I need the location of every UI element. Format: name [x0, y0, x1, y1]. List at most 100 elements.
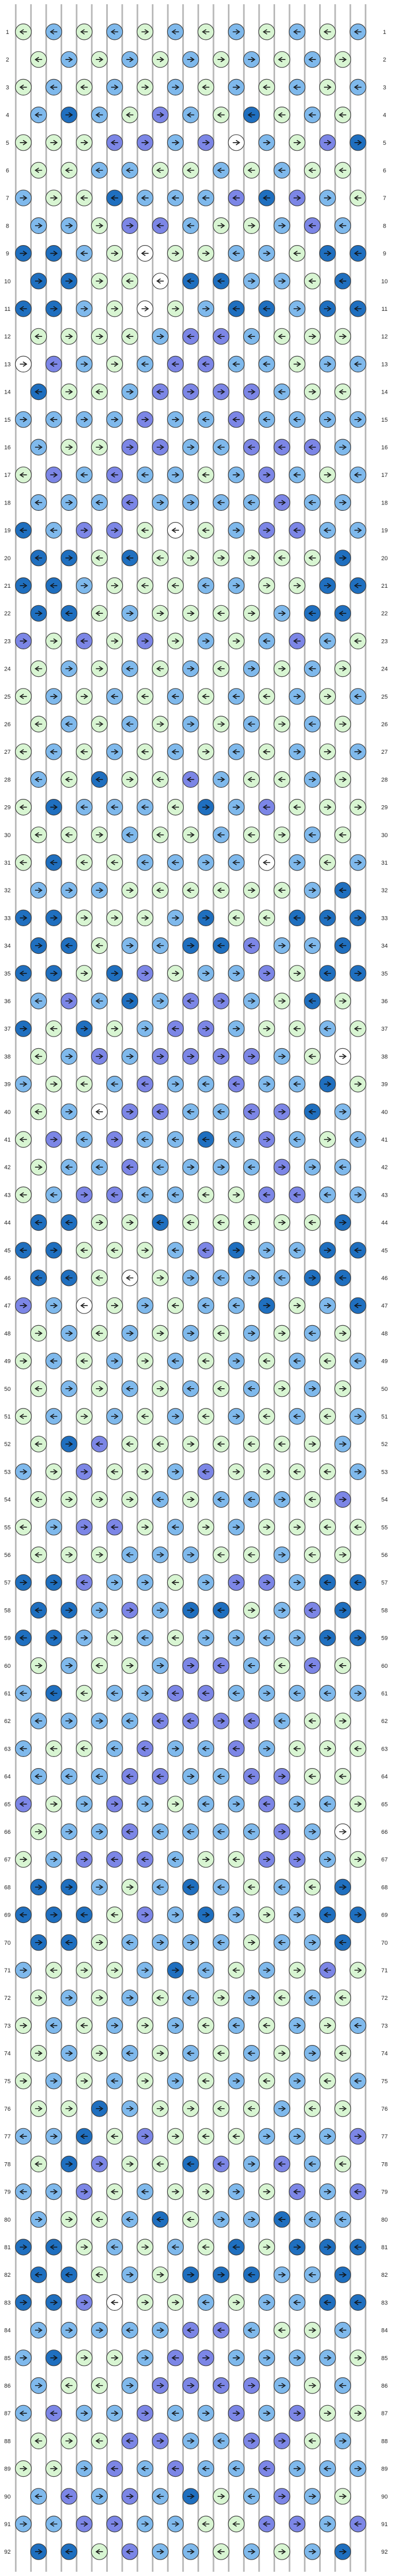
knot [274, 716, 291, 733]
knot [288, 1796, 306, 1813]
knot [15, 355, 32, 373]
knot [152, 882, 169, 899]
arrow-icon [323, 1525, 331, 1530]
knot [182, 937, 199, 954]
arrow-icon [141, 2134, 149, 2139]
row-number-left: 17 [4, 472, 11, 478]
knot [167, 1519, 184, 1536]
knot [152, 1380, 169, 1397]
knot [288, 2405, 306, 2422]
arrow-icon [95, 1330, 103, 1336]
arrow-icon [323, 195, 332, 201]
knot [304, 2266, 321, 2283]
arrow-icon [126, 1607, 134, 1613]
knot [91, 1934, 108, 1951]
arrow-icon [202, 1912, 210, 1918]
row-number-right: 49 [381, 1359, 388, 1365]
arrow-icon [323, 1192, 331, 1198]
arrow-icon [217, 500, 225, 506]
row-number-left: 47 [4, 1303, 11, 1309]
knot [274, 1380, 291, 1397]
arrow-icon [126, 555, 134, 561]
arrow-icon [156, 1054, 165, 1059]
knot [258, 1131, 275, 1148]
knot [30, 993, 47, 1009]
arrow-icon [65, 1995, 73, 2000]
arrow-icon [278, 389, 286, 395]
arrow-icon [233, 1469, 241, 1475]
knot [136, 2294, 153, 2311]
arrow-icon [156, 2050, 165, 2056]
arrow-icon [35, 1275, 42, 1281]
knot [136, 1463, 153, 1480]
row-number-right: 82 [381, 2272, 388, 2278]
knot [319, 1075, 336, 1093]
arrow-icon [156, 777, 164, 782]
arrow-icon [171, 1857, 180, 1862]
arrow-icon [202, 1635, 210, 1641]
arrow-icon [126, 943, 134, 948]
knot [75, 521, 93, 539]
arrow-icon [126, 389, 134, 395]
row-number-left: 75 [4, 2078, 11, 2085]
knot [228, 1020, 245, 1037]
knot [349, 577, 366, 594]
arrow-icon [65, 2272, 73, 2277]
arrow-icon [323, 915, 332, 921]
arrow-icon [95, 1773, 103, 1779]
knot [136, 2183, 153, 2200]
arrow-icon [293, 2078, 301, 2084]
arrow-icon [49, 2244, 58, 2250]
row-number-left: 44 [4, 1220, 11, 1226]
knot [167, 1353, 184, 1370]
knot [91, 2432, 108, 2449]
arrow-icon [338, 2217, 347, 2222]
arrow-icon [278, 1164, 286, 1170]
arrow-icon [111, 583, 119, 588]
knot [349, 2516, 366, 2533]
arrow-icon [202, 2134, 210, 2139]
knot [106, 189, 123, 206]
arrow-icon [110, 860, 118, 865]
knot [106, 2073, 123, 2090]
arrow-icon [156, 2327, 165, 2333]
arrow-icon [50, 472, 58, 477]
row-number-left: 42 [4, 1164, 11, 1171]
knot [182, 550, 199, 567]
arrow-icon [156, 1220, 164, 1225]
arrow-icon [126, 2549, 134, 2554]
knot [136, 688, 153, 705]
knot [182, 2045, 199, 2062]
arrow-icon [35, 1829, 43, 1834]
knot [198, 854, 215, 871]
knot [288, 798, 306, 816]
knot [106, 466, 123, 483]
row-number-left: 66 [4, 1829, 11, 1835]
arrow-icon [35, 2327, 43, 2333]
row-number-left: 23 [4, 638, 11, 645]
knot [319, 854, 336, 871]
row-number-right: 89 [381, 2466, 388, 2473]
knot [106, 2239, 123, 2256]
knot [198, 2073, 215, 2090]
knot [121, 439, 139, 456]
knot [212, 494, 229, 511]
row-number-right: 24 [381, 666, 388, 673]
arrow-icon [233, 1414, 241, 1419]
arrow-icon [263, 1525, 271, 1530]
knot [228, 2349, 245, 2366]
knot [121, 2045, 139, 2062]
arrow-icon [354, 2466, 362, 2471]
arrow-icon [35, 1552, 42, 1557]
arrow-icon [187, 2272, 195, 2277]
knot [274, 1602, 291, 1618]
arrow-icon [247, 2272, 255, 2277]
arrow-icon [80, 1137, 88, 1142]
arrow-icon [293, 1968, 301, 1973]
arrow-icon [247, 334, 255, 339]
knot [212, 2432, 229, 2449]
knot [349, 245, 366, 262]
knot [91, 1657, 108, 1674]
knot [334, 1878, 351, 1895]
arrow-icon [110, 804, 118, 810]
